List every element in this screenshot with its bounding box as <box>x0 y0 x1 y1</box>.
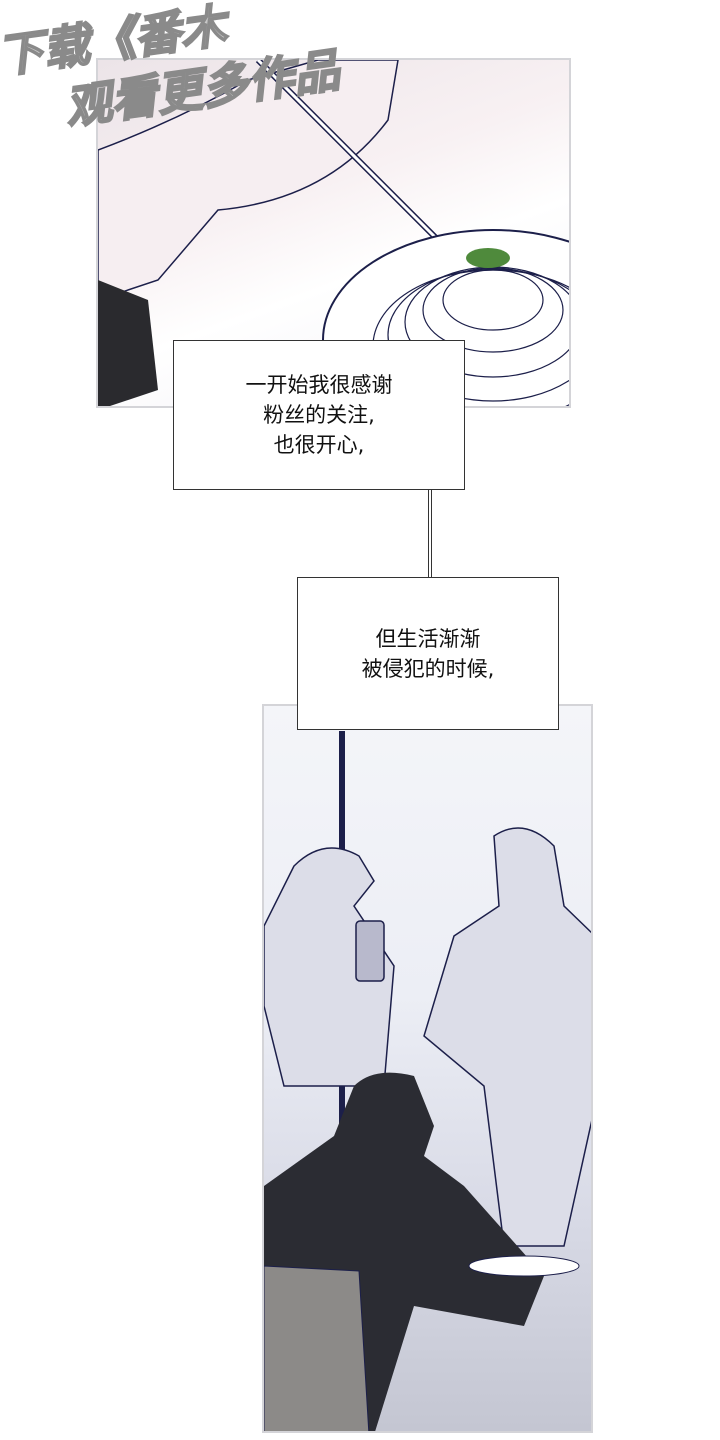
caption-box-2: 但生活渐渐 被侵犯的时候, <box>297 577 559 730</box>
caption-line: 粉丝的关注, <box>263 403 375 427</box>
plate-drawing <box>468 1255 580 1277</box>
chair-drawing <box>264 1265 370 1431</box>
restaurant-illustration <box>264 731 591 1431</box>
caption-line: 被侵犯的时候, <box>361 656 495 681</box>
caption-line: 也很开心, <box>273 433 365 457</box>
caption-box-1: 一开始我很感谢 粉丝的关注, 也很开心, <box>173 340 465 490</box>
comic-panel-restaurant <box>262 704 593 1433</box>
woman-with-phone-drawing <box>264 847 395 1087</box>
hand-drawing <box>98 60 399 301</box>
standing-figures <box>264 827 591 1247</box>
parsley-drawing <box>466 248 510 268</box>
man-standing-drawing <box>423 827 591 1247</box>
fork-highlight <box>256 60 450 252</box>
caption-connector <box>428 489 432 578</box>
caption-line: 一开始我很感谢 <box>245 373 393 397</box>
caption-line: 但生活渐渐 <box>375 626 481 651</box>
phone-drawing <box>355 920 385 982</box>
sleeve-drawing <box>98 280 158 406</box>
